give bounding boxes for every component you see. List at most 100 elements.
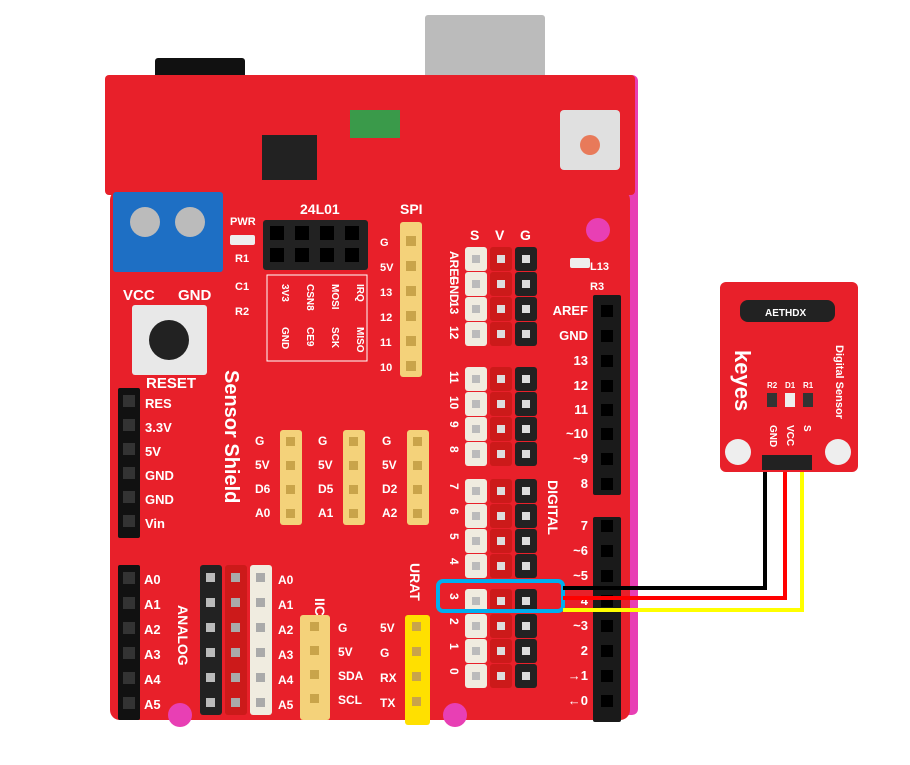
digital-pin	[522, 305, 530, 313]
power-socket	[123, 395, 135, 407]
rf-header-title: 24L01	[300, 201, 340, 217]
iic-pin-label: G	[338, 621, 347, 635]
analog-socket	[123, 697, 135, 709]
analog-pin	[231, 573, 240, 582]
pwr-led	[230, 235, 255, 245]
urat-pin-label: G	[380, 646, 389, 660]
digital-header-socket	[601, 570, 613, 582]
digital-row-label: 2	[447, 618, 461, 625]
terminal-screw	[175, 207, 205, 237]
analog-pin	[206, 673, 215, 682]
sensor-name: Digital Sensor	[833, 345, 845, 420]
digital-header-label: ~10	[566, 426, 588, 441]
servo-pin	[349, 461, 358, 470]
gnd-label: GND	[178, 287, 212, 304]
analog-pin	[256, 598, 265, 607]
digital-pin	[497, 622, 505, 630]
digital-pin	[497, 537, 505, 545]
signal-wire	[563, 470, 804, 612]
sensor-mount-hole	[725, 439, 751, 465]
spi-pin	[406, 336, 416, 346]
digital-pin	[472, 280, 480, 288]
digital-pin	[472, 400, 480, 408]
analog-pin-label: A4	[144, 672, 161, 687]
servo-header	[407, 430, 429, 525]
digital-pin	[497, 255, 505, 263]
sensor-pin-header	[762, 455, 812, 470]
digital-header-socket	[601, 355, 613, 367]
sensor-component	[767, 393, 777, 407]
analog-pin	[256, 673, 265, 682]
iic-pin	[310, 694, 319, 703]
iic-header	[300, 615, 330, 720]
digital-pin	[522, 622, 530, 630]
servo-pin-label: A2	[382, 506, 398, 520]
digital-pin	[472, 562, 480, 570]
analog-column-label: G	[196, 728, 211, 738]
iic-pin	[310, 670, 319, 679]
sensor-module	[720, 282, 858, 472]
digital-pin	[472, 537, 480, 545]
digital-pin	[522, 400, 530, 408]
digital-pin	[522, 487, 530, 495]
digital-pin	[472, 450, 480, 458]
urat-pin	[412, 622, 421, 631]
iic-pin-label: SDA	[338, 669, 364, 683]
rf-header-socket	[295, 226, 309, 240]
rf-label-grid	[266, 274, 368, 362]
digital-pin	[497, 512, 505, 520]
digital-pin	[522, 512, 530, 520]
digital-row-label: 8	[447, 446, 461, 453]
analog-row-label: A4	[278, 673, 294, 687]
servo-pin-label: G	[255, 434, 264, 448]
digital-pin	[522, 425, 530, 433]
reset-button-cap	[149, 320, 189, 360]
digital-header-label: 11	[574, 402, 588, 417]
analog-pin	[231, 623, 240, 632]
digital-pin	[472, 375, 480, 383]
digital-pin	[522, 450, 530, 458]
analog-pin	[256, 573, 265, 582]
analog-pin	[256, 623, 265, 632]
iic-pin-label: SCL	[338, 693, 362, 707]
gnd-wire	[563, 470, 767, 590]
urat-pin	[412, 672, 421, 681]
spi-pin	[406, 236, 416, 246]
rf-header-socket	[345, 248, 359, 262]
spi-pin-label: 11	[380, 337, 392, 349]
servo-pin-label: D5	[318, 482, 334, 496]
rf-header-socket	[345, 226, 359, 240]
smd-label-r1: R1	[235, 253, 249, 265]
fuse	[350, 110, 400, 138]
smd-label-c1: C1	[235, 281, 249, 293]
digital-pin	[472, 622, 480, 630]
digital-row-label: AREF	[447, 251, 461, 284]
digital-row-label: 6	[447, 508, 461, 515]
sensor-pin-label: S	[801, 425, 812, 432]
digital-header-socket	[601, 695, 613, 707]
servo-pin	[349, 509, 358, 518]
servo-pin-label: G	[318, 434, 327, 448]
reed-switch	[740, 300, 835, 322]
sensor-component-label: R1	[803, 381, 814, 390]
servo-pin	[413, 485, 422, 494]
digital-header-label: 7	[581, 518, 588, 533]
analog-pin	[206, 573, 215, 582]
digital-row-label: 1	[447, 643, 461, 650]
sensor-component	[785, 393, 795, 407]
digital-header-label: AREF	[553, 303, 588, 318]
servo-pin	[286, 461, 295, 470]
vcc-wire	[563, 470, 787, 600]
digital-pin	[522, 562, 530, 570]
iic-pin	[310, 622, 319, 631]
power-pin-label: GND	[145, 492, 174, 507]
digital-header-socket	[601, 330, 613, 342]
servo-pin-label: G	[382, 434, 391, 448]
digital-header-label: 12	[574, 378, 588, 393]
analog-pin	[231, 698, 240, 707]
smd-label-r3: R3	[590, 281, 604, 293]
servo-pin	[349, 437, 358, 446]
digital-header-socket	[601, 305, 613, 317]
analog-pin-column	[200, 565, 222, 715]
